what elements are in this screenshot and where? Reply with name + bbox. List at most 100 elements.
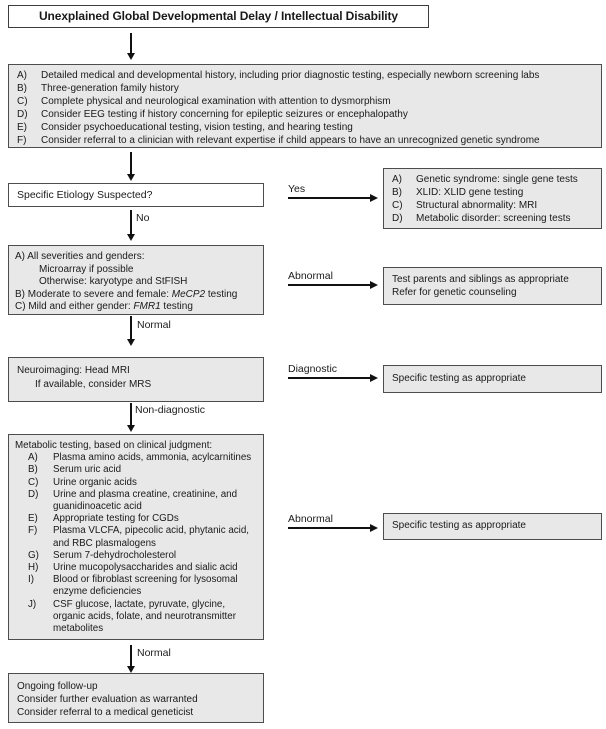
list-item: F) Plasma VLCFA, pipecolic acid, phytanic… — [15, 525, 257, 549]
genetic-line-a: A) All severities and genders: — [15, 251, 145, 262]
arrow-diagnostic — [288, 377, 370, 379]
neuroimaging-box: Neuroimaging: Head MRI If available, con… — [8, 357, 264, 402]
item-text: Plasma VLCFA, pipecolic acid, phytanic a… — [53, 525, 250, 549]
arrow-abnormal-metabolic — [288, 527, 370, 529]
item-letter: C) — [28, 476, 39, 488]
genetic-line-a1: Microarray if possible — [39, 263, 134, 275]
item-text: Urine organic acids — [53, 476, 137, 488]
item-letter: B) — [392, 186, 402, 198]
title-box: Unexplained Global Developmental Delay /… — [8, 5, 429, 28]
line-c-prefix: C) Mild and either gender: — [15, 301, 134, 313]
etiology-question-box: Specific Etiology Suspected? — [8, 183, 264, 207]
genetic-testing-box: A) All severities and genders: Microarra… — [8, 245, 264, 315]
followup-line1: Ongoing follow-up — [17, 681, 98, 692]
line-b-suffix: testing — [205, 288, 238, 300]
genetic-line-c: C) Mild and either gender: FMR1 testing — [15, 301, 255, 314]
item-text: Structural abnormality: MRI — [416, 199, 538, 211]
item-text: CSF glucose, lactate, pyruvate, glycine,… — [53, 598, 236, 635]
item-text: Complete physical and neurological exami… — [41, 95, 391, 107]
item-text: XLID: XLID gene testing — [416, 186, 524, 198]
arrow-non-diagnostic — [130, 403, 132, 425]
item-letter: D) — [28, 488, 39, 500]
arrow-normal-genetic — [130, 316, 132, 339]
list-item: B) Serum uric acid — [15, 464, 257, 476]
abnormal-genetic-label: Abnormal — [288, 270, 333, 282]
suspected-etiology-box: A)Genetic syndrome: single gene tests B)… — [383, 168, 602, 229]
list-item: D) Metabolic disorder: screening tests — [392, 213, 593, 226]
item-letter: C) — [392, 199, 403, 211]
item-letter: E) — [17, 121, 27, 133]
arrow-yes — [288, 197, 370, 199]
item-letter: D) — [392, 212, 403, 224]
etiology-question: Specific Etiology Suspected? — [17, 188, 153, 201]
list-item: F)Consider referral to a clinician with … — [17, 135, 593, 148]
list-item: C) Structural abnormality: MRI — [392, 200, 593, 213]
list-item: I) Blood or fibroblast screening for lyso… — [15, 574, 257, 598]
list-item: A) Plasma amino acids, ammonia, acylcarni… — [15, 452, 257, 464]
item-letter: D) — [17, 108, 28, 120]
item-letter: J) — [28, 598, 37, 610]
genetic-line-a2: Otherwise: karyotype and StFISH — [39, 276, 188, 288]
item-text: Genetic syndrome: single gene tests — [416, 174, 578, 185]
list-item: D) Consider EEG testing if history concer… — [17, 109, 593, 122]
metabolic-heading: Metabolic testing, based on clinical jud… — [15, 440, 213, 451]
line-c-suffix: testing — [160, 301, 193, 313]
list-item: H) Urine mucopolysaccharides and sialic a… — [15, 562, 257, 574]
no-label: No — [136, 212, 150, 224]
item-letter: H) — [28, 562, 39, 574]
item-letter: A) — [28, 452, 38, 464]
list-item: G) Serum 7-dehydrocholesterol — [15, 550, 257, 562]
item-letter: F) — [28, 525, 38, 537]
normal-metabolic-label: Normal — [137, 647, 171, 659]
item-text: Appropriate testing for CGDs — [53, 513, 179, 525]
item-text: Detailed medical and developmental histo… — [41, 70, 540, 81]
item-text: Urine mucopolysaccharides and sialic aci… — [53, 562, 238, 574]
list-item: A) Detailed medical and developmental his… — [17, 70, 593, 83]
normal-genetic-label: Normal — [137, 319, 171, 331]
arrow-no — [130, 210, 132, 234]
neuro-line1: Neuroimaging: Head MRI — [17, 365, 130, 376]
list-item: A)Genetic syndrome: single gene tests — [392, 174, 593, 187]
arrow-title-to-workup — [130, 33, 132, 53]
gene-fmr1: FMR1 — [133, 301, 161, 313]
non-diagnostic-label: Non-diagnostic — [135, 404, 206, 416]
parents-line2: Refer for genetic counseling — [392, 287, 517, 298]
item-text: Urine and plasma creatine, creatinine, a… — [53, 488, 238, 513]
item-text: Plasma amino acids, ammonia, acylcarniti… — [53, 452, 252, 464]
initial-workup-box: A) Detailed medical and developmental his… — [8, 64, 602, 148]
item-text: Serum 7-dehydrocholesterol — [53, 549, 177, 561]
specific-testing-box-1: Specific testing as appropriate — [383, 365, 602, 393]
item-letter: F) — [17, 134, 27, 146]
item-text: Serum uric acid — [53, 464, 122, 476]
genetic-line-b: B) Moderate to severe and female: MeCP2 … — [15, 289, 255, 302]
specific-testing-text-1: Specific testing as appropriate — [392, 372, 526, 384]
item-text: Consider psychoeducational testing, visi… — [41, 121, 353, 133]
arrow-workup-to-etiology — [130, 152, 132, 174]
list-item: E) Consider psychoeducational testing, vi… — [17, 122, 593, 135]
item-text: Metabolic disorder: screening tests — [416, 212, 571, 224]
item-letter: A) — [17, 70, 27, 81]
item-letter: C) — [17, 95, 28, 107]
item-letter: I) — [28, 574, 34, 586]
item-letter: E) — [28, 513, 38, 525]
list-item: E) Appropriate testing for CGDs — [15, 513, 257, 525]
yes-label: Yes — [288, 183, 306, 195]
followup-box: Ongoing follow-up Consider further evalu… — [8, 673, 264, 723]
page-title: Unexplained Global Developmental Delay /… — [38, 9, 399, 24]
parents-siblings-box: Test parents and siblings as appropriate… — [383, 267, 602, 305]
arrow-normal-metabolic — [130, 645, 132, 666]
list-item: C) Urine organic acids — [15, 477, 257, 489]
parents-line1: Test parents and siblings as appropriate — [392, 274, 569, 285]
item-text: Consider EEG testing if history concerni… — [41, 108, 408, 120]
list-item: C) Complete physical and neurological exa… — [17, 96, 593, 109]
diagnostic-label: Diagnostic — [288, 363, 338, 375]
item-letter: B) — [28, 464, 38, 476]
item-letter: B) — [17, 82, 27, 94]
list-item: B) XLID: XLID gene testing — [392, 187, 593, 200]
list-item: J) CSF glucose, lactate, pyruvate, glycin… — [15, 599, 257, 636]
line-b-prefix: B) Moderate to severe and female: — [15, 288, 172, 300]
item-letter: G) — [28, 549, 39, 561]
item-text: Blood or fibroblast screening for lysoso… — [53, 574, 238, 598]
neuro-line2: If available, consider MRS — [35, 378, 152, 390]
